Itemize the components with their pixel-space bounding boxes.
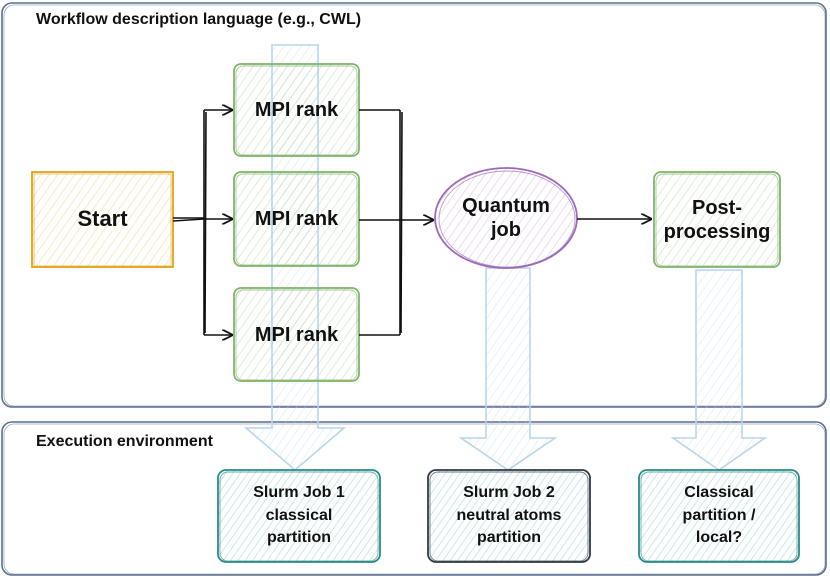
start-node	[31, 171, 174, 268]
mpi-rank-1-node	[233, 63, 360, 157]
workflow-section-title: Workflow description language (e.g., CWL…	[36, 11, 362, 28]
classical-local-line-2: partition /	[682, 506, 756, 524]
mpi-rank-2-label: MPI rank	[254, 208, 339, 230]
slurm-job-2-node	[427, 469, 591, 563]
block-arrow-classical	[670, 269, 768, 471]
workflow-frame	[1, 2, 827, 408]
mpi-rank-1-label: MPI rank	[254, 99, 339, 121]
classical-local-line-3: local?	[695, 529, 743, 547]
block-arrow-slurm-2	[458, 267, 558, 471]
mpi-rank-3-label: MPI rank	[254, 323, 339, 346]
slurm-job-1-line-2: classical	[265, 506, 333, 524]
slurm-job-1-node	[217, 469, 381, 563]
quantum-job-node	[434, 167, 578, 269]
slurm-job-1-line-3: partition	[267, 529, 331, 547]
slurm-job-2-label: Slurm Job 2 neutral atoms partition	[428, 470, 590, 562]
connector-start-fork	[172, 110, 207, 335]
mpi-rank-2-node	[233, 171, 360, 267]
slurm-job-2-line-3: partition	[477, 529, 541, 547]
post-processing-line-1: Post-	[692, 196, 742, 219]
slurm-job-2-line-1: Slurm Job 2	[463, 484, 555, 502]
post-processing-line-2: processing	[663, 220, 771, 243]
start-label: Start	[77, 206, 128, 232]
quantum-job-label: Quantum job	[435, 168, 577, 268]
execution-section-title: Execution environment	[36, 433, 213, 450]
slurm-job-1-label: Slurm Job 1 classical partition	[218, 470, 380, 562]
slurm-job-2-line-2: neutral atoms	[456, 506, 562, 524]
classical-local-line-1: Classical	[684, 484, 754, 502]
quantum-job-line-1: Quantum	[462, 195, 550, 217]
slurm-job-1-line-1: Slurm Job 1	[253, 484, 345, 502]
execution-frame-sketch	[3, 423, 826, 575]
execution-frame	[1, 421, 827, 576]
classical-local-node	[638, 469, 800, 563]
workflow-frame-sketch	[3, 4, 826, 407]
quantum-job-line-2: job	[491, 219, 521, 241]
post-processing-label: Post- processing	[654, 172, 780, 267]
connector-mpi-join	[359, 109, 403, 336]
post-processing-node	[653, 171, 781, 268]
classical-local-label: Classical partition / local?	[639, 470, 799, 562]
